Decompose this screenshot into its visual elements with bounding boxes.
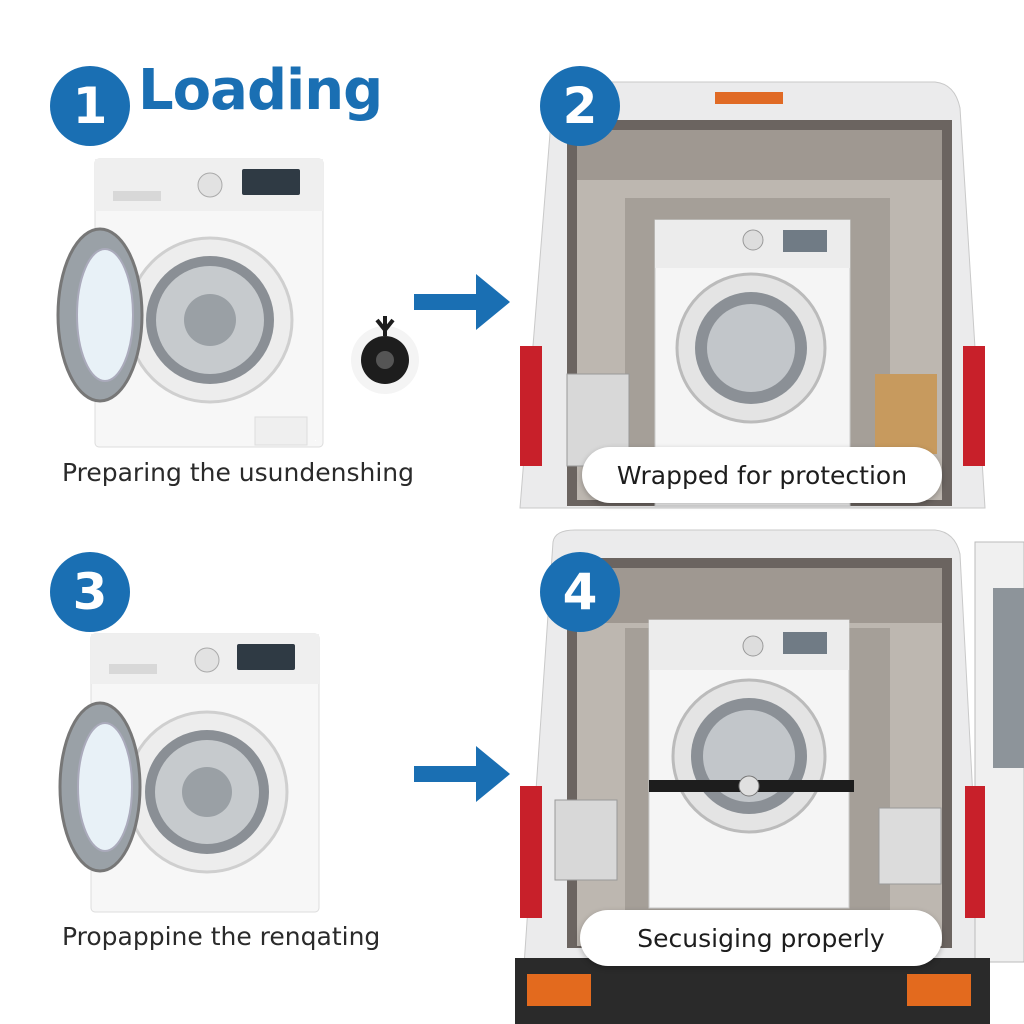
step-3-caption: Propappine the renqating [62,922,381,951]
step-1-caption: Preparing the usundenshing [62,458,414,487]
arrow-right-icon [414,746,510,802]
step-2-caption: Wrapped for protection [582,447,942,503]
washing-machine-icon [58,633,320,913]
page-title: Loading [138,58,383,123]
van-icon [515,529,1024,1024]
step-2-badge: 2 [540,66,620,146]
arrow-right-icon [414,274,510,330]
step-4-caption: Secusiging properly [580,910,942,966]
step-4-badge: 4 [540,552,620,632]
washing-machine-icon [56,158,324,448]
step-3-badge: 3 [50,552,130,632]
transit-bolt-icon [351,316,419,394]
step-1-badge: 1 [50,66,130,146]
